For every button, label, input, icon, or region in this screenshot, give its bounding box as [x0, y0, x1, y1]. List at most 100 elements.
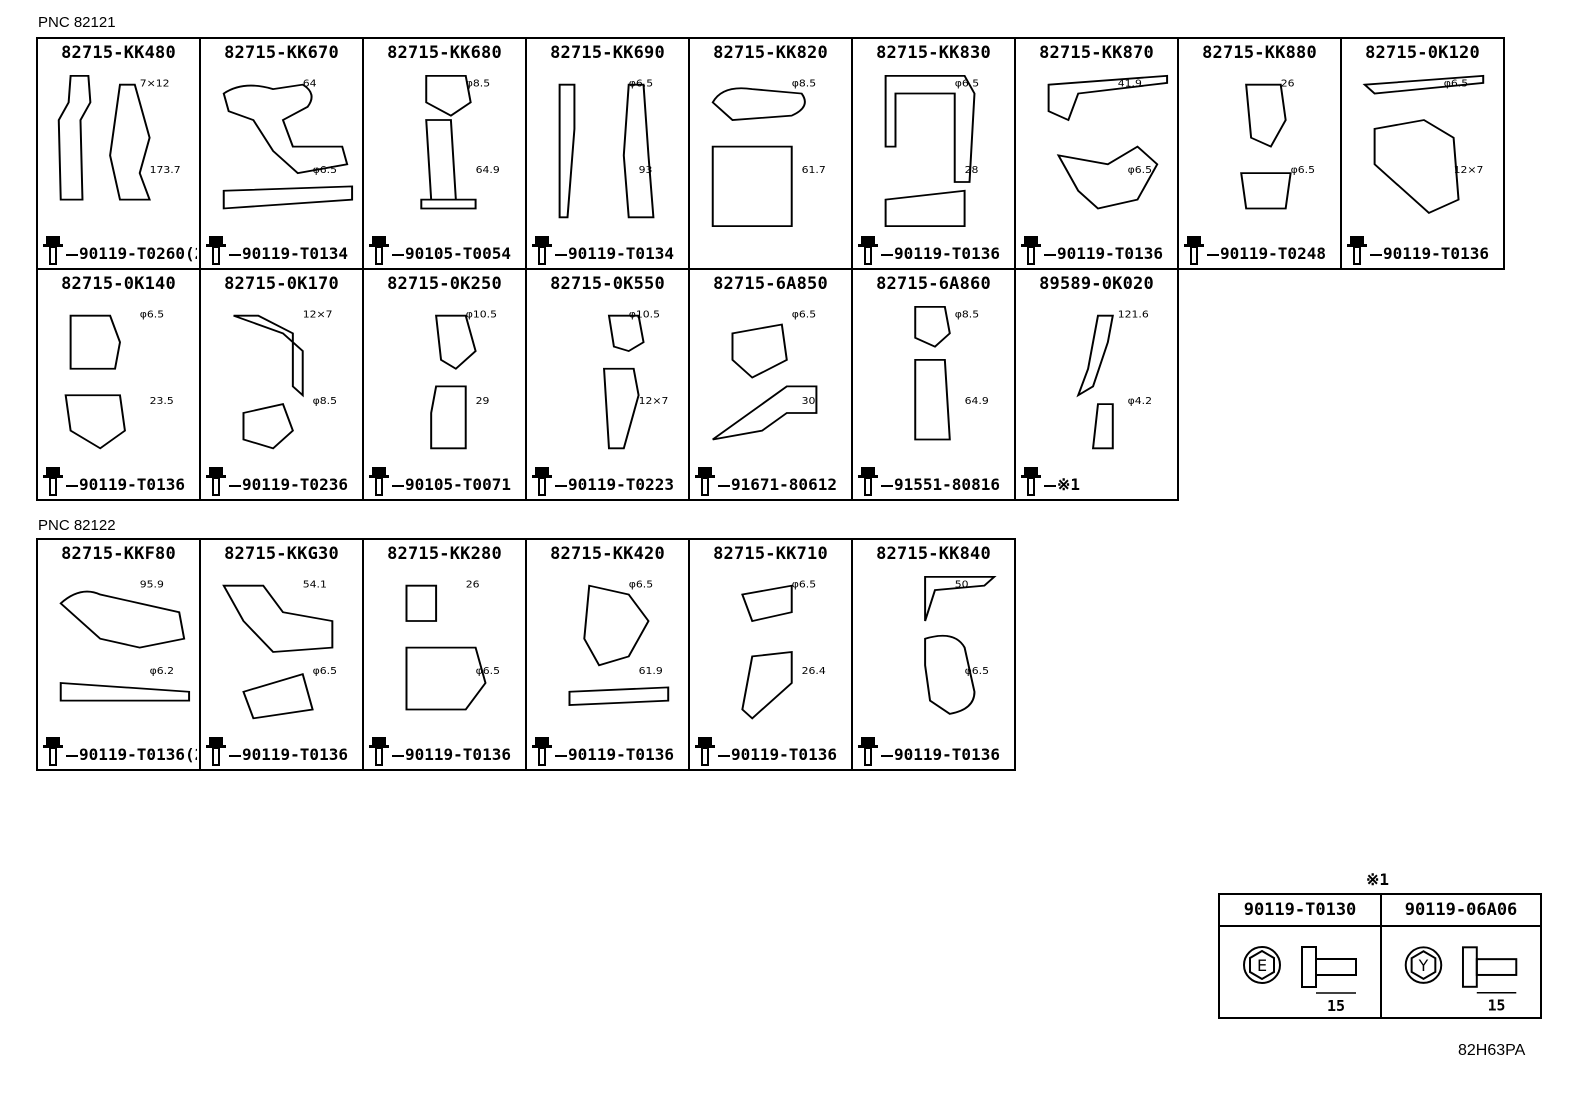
part-number[interactable]: 82715-KK820 [713, 43, 828, 63]
bolt-icon [530, 235, 554, 265]
part-number[interactable]: 89589-0K020 [1039, 274, 1154, 294]
bolt-icon [1182, 235, 1206, 265]
bolt-part-number[interactable]: 90119-T0136 [392, 745, 523, 764]
bolt-part-number[interactable]: 90119-T0248 [1207, 244, 1338, 263]
bolt-part-number[interactable]: 90119-T0236 [229, 475, 360, 494]
dimension-label: φ6.5 [955, 78, 979, 89]
part-number[interactable]: 82715-KK680 [387, 43, 502, 63]
dimension-label: 61.7 [802, 165, 826, 176]
dimension-label: φ6.5 [792, 309, 816, 320]
part-number[interactable]: 82715-KK880 [1202, 43, 1317, 63]
dimension-label: 173.7 [150, 165, 181, 176]
bolt-icon [204, 466, 228, 496]
parts-grid-82121: 82715-KK4807×12173.790119-T0260(2)82715-… [36, 37, 1505, 501]
bolt-part-number[interactable]: 90119-T0136(2) [66, 745, 197, 764]
dimension-label: 93 [639, 165, 653, 176]
pnc-label-82122: PNC 82122 [38, 517, 116, 534]
part-number[interactable]: 82715-6A860 [876, 274, 991, 294]
dimension-label: 30 [802, 396, 816, 407]
part-number[interactable]: 82715-0K250 [387, 274, 502, 294]
dimension-label: 26.4 [802, 666, 826, 677]
part-number[interactable]: 82715-6A850 [713, 274, 828, 294]
dimension-label: φ6.5 [313, 666, 337, 677]
bolt-part-number[interactable]: 90119-T0136 [555, 745, 686, 764]
bolt-part-number[interactable]: 90119-T0136 [66, 475, 197, 494]
dimension-label: φ8.5 [955, 309, 979, 320]
dimension-label: φ10.5 [629, 309, 660, 320]
part-number[interactable]: 82715-KK480 [61, 43, 176, 63]
bolt-icon [367, 736, 391, 766]
bracket-drawing: φ6.5 30 [693, 298, 848, 466]
part-number[interactable]: 82715-KK420 [550, 544, 665, 564]
part-number[interactable]: 82715-0K170 [224, 274, 339, 294]
svg-text:15: 15 [1327, 997, 1345, 1015]
dimension-label: 54.1 [303, 579, 327, 590]
bolt-part-number[interactable]: 90119-T0136 [229, 745, 360, 764]
parts-grid-82122: 82715-KKF8095.9φ6.290119-T0136(2)82715-K… [36, 538, 1016, 771]
bolt-part-number[interactable]: 90105-T0071 [392, 475, 523, 494]
bolt-part-number[interactable]: 90119-T0136 [881, 745, 1012, 764]
bolt-part-number[interactable]: 91551-80816 [881, 475, 1012, 494]
part-number[interactable]: 82715-KK840 [876, 544, 991, 564]
dimension-label: 26 [1281, 78, 1295, 89]
bolt-part-number[interactable]: 90119-T0134 [555, 244, 686, 263]
dimension-label: φ8.5 [466, 78, 490, 89]
part-number[interactable]: 82715-KK670 [224, 43, 339, 63]
part-number[interactable]: 82715-KK690 [550, 43, 665, 63]
legend-part-number[interactable]: 90119-06A06 [1382, 895, 1540, 927]
part-number[interactable]: 82715-0K140 [61, 274, 176, 294]
bolt-icon [41, 235, 65, 265]
part-number[interactable]: 82715-KKF80 [61, 544, 176, 564]
dimension-label: 23.5 [150, 396, 174, 407]
bolt-icon [856, 235, 880, 265]
dimension-label: 41.9 [1118, 78, 1142, 89]
part-number[interactable]: 82715-0K550 [550, 274, 665, 294]
part-cell: 82715-KKG30 54.1 φ6.5 90119-T0136 [201, 540, 364, 771]
bolt-part-number[interactable]: 90119-T0223 [555, 475, 686, 494]
part-number[interactable]: 82715-KK710 [713, 544, 828, 564]
bolt-part-number[interactable]: 90119-T0136 [1370, 244, 1501, 263]
part-number[interactable]: 82715-KKG30 [224, 544, 339, 564]
dimension-label: φ6.5 [476, 666, 500, 677]
dimension-label: 61.9 [639, 666, 663, 677]
diagram-reference: 82H63PA [1458, 1042, 1526, 1059]
part-number[interactable]: 82715-KK870 [1039, 43, 1154, 63]
bolt-part-number[interactable]: 90105-T0054 [392, 244, 523, 263]
dimension-label: 121.6 [1118, 309, 1149, 320]
bolt-icon [367, 466, 391, 496]
bolt-part-number[interactable]: 90119-T0136 [1044, 244, 1175, 263]
part-number[interactable]: 82715-0K120 [1365, 43, 1480, 63]
dimension-label: φ6.5 [629, 78, 653, 89]
bolt-part-number[interactable]: ※1 [1044, 475, 1175, 494]
bolt-part-number[interactable]: 91671-80612 [718, 475, 849, 494]
bolt-icon [204, 736, 228, 766]
legend-part-number[interactable]: 90119-T0130 [1220, 895, 1380, 927]
part-number[interactable]: 82715-KK280 [387, 544, 502, 564]
bracket-drawing: φ6.5 93 [530, 67, 685, 235]
bolt-part-number[interactable]: 90119-T0260(2) [66, 244, 197, 263]
bolt-part-number[interactable]: 90119-T0134 [229, 244, 360, 263]
bracket-drawing: 54.1 φ6.5 [204, 568, 359, 736]
part-number[interactable]: 82715-KK830 [876, 43, 991, 63]
bolt-part-number[interactable]: 90119-T0136 [718, 745, 849, 764]
bolt-part-number[interactable]: 90119-T0136 [881, 244, 1012, 263]
